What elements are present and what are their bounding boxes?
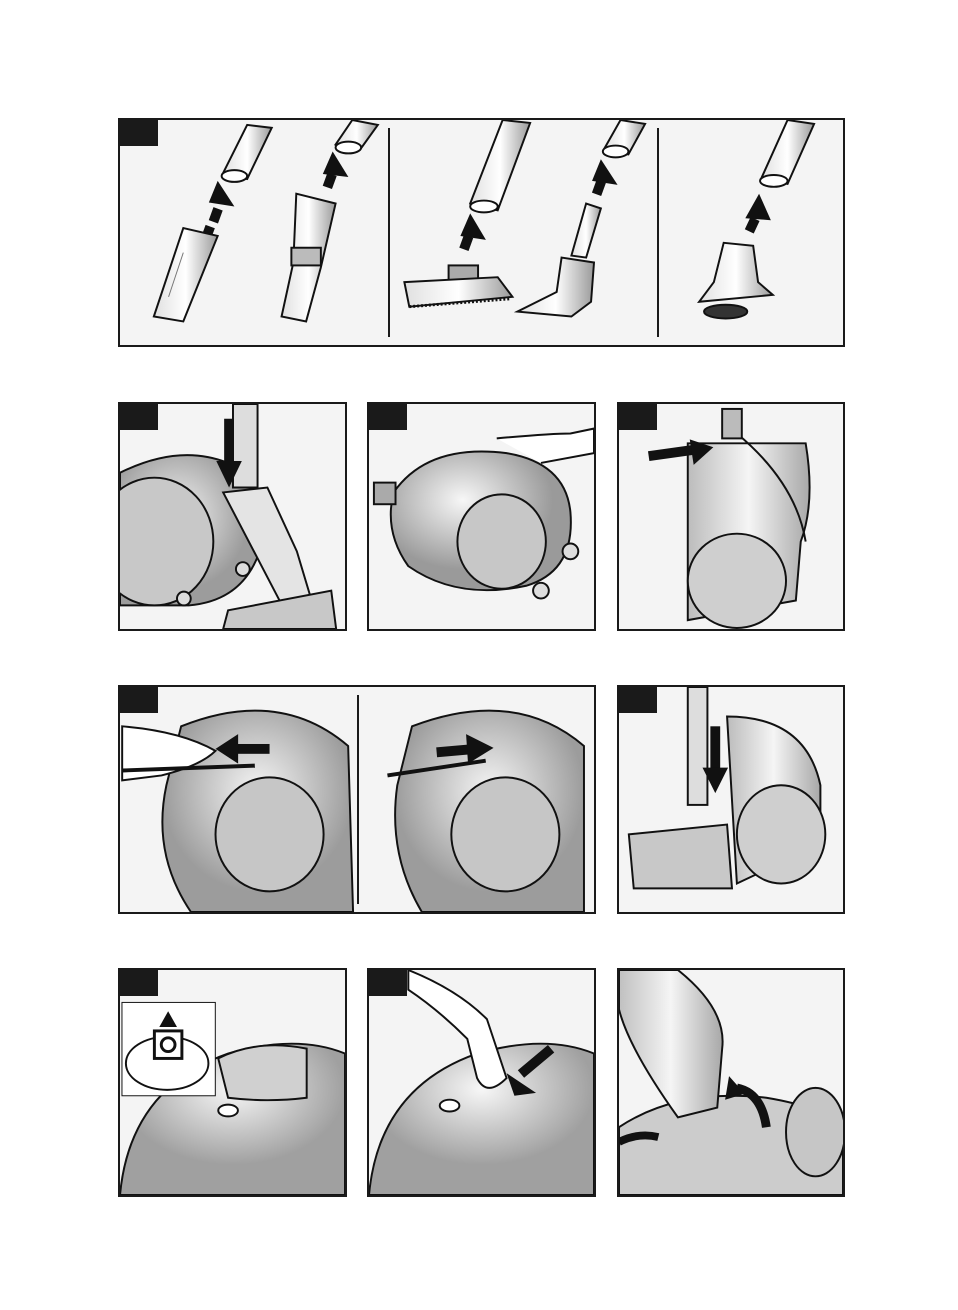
upright-storage-illustration bbox=[619, 404, 843, 629]
crevice-brush-nozzle-icon bbox=[517, 204, 601, 317]
dusting-brush-icon bbox=[699, 243, 773, 319]
tube-icon bbox=[470, 120, 530, 212]
figure-4-panel bbox=[617, 402, 845, 631]
upholstery-nozzle-icon bbox=[282, 194, 336, 322]
floor-brush-icon bbox=[404, 265, 512, 306]
figure-7-panel bbox=[118, 968, 347, 1197]
arrow-up-icon bbox=[459, 213, 486, 251]
figure-6-panel bbox=[617, 685, 845, 914]
figure-3-panel bbox=[367, 402, 596, 631]
arrow-up-icon bbox=[745, 194, 771, 234]
arrow-up-icon bbox=[323, 151, 349, 189]
tube-icon bbox=[222, 125, 272, 182]
tube-icon bbox=[603, 120, 645, 157]
crevice-nozzle-icon bbox=[154, 228, 218, 321]
carry-handle-illustration bbox=[369, 404, 594, 629]
bag-full-indicator-illustration bbox=[120, 970, 345, 1195]
open-lid-illustration bbox=[619, 970, 843, 1195]
power-dial-illustration bbox=[369, 970, 594, 1195]
arrow-up-icon bbox=[201, 181, 234, 241]
figure-2-panel bbox=[118, 402, 347, 631]
nozzle-attach-illustration bbox=[120, 120, 843, 345]
tube-parking-illustration bbox=[619, 687, 843, 912]
hose-tube-connect-illustration bbox=[120, 404, 345, 629]
tube-icon bbox=[760, 120, 814, 187]
cable-pull-rewind-illustration bbox=[120, 687, 594, 912]
figure-9-panel bbox=[617, 968, 845, 1197]
figure-1-panel bbox=[118, 118, 845, 347]
figure-8-panel bbox=[367, 968, 596, 1197]
arrow-up-icon bbox=[592, 159, 618, 196]
tube-icon bbox=[336, 120, 378, 153]
figure-5-panel bbox=[118, 685, 596, 914]
